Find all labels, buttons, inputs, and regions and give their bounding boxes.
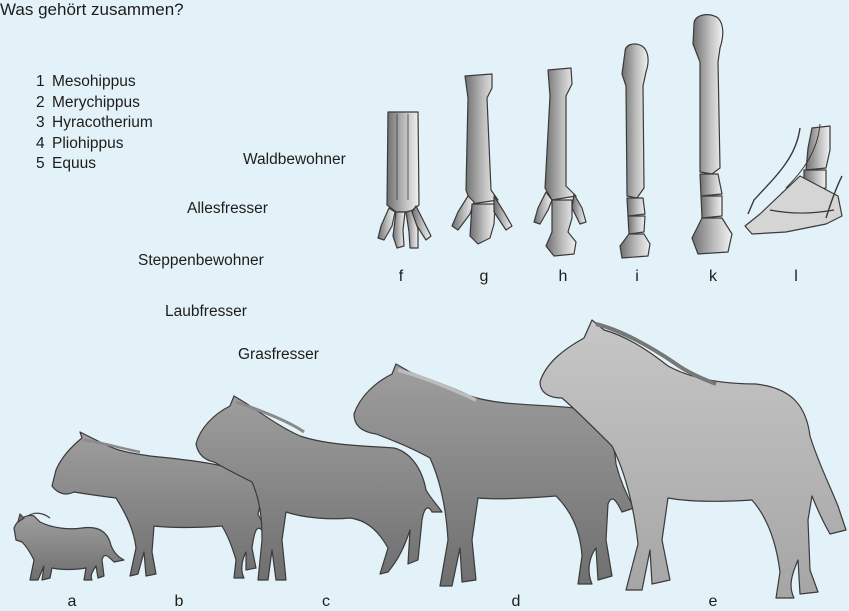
foot-label-g: g xyxy=(474,268,494,286)
horse-label-a: a xyxy=(62,593,82,611)
foot-i-bones xyxy=(620,44,650,258)
horse-a xyxy=(14,513,124,580)
foot-label-l: l xyxy=(786,268,806,286)
horse-label-b: b xyxy=(169,593,189,611)
foot-label-k: k xyxy=(703,268,723,286)
foot-f-bones xyxy=(378,112,431,248)
foot-h-bones xyxy=(534,68,586,256)
foot-l-hoof xyxy=(745,124,842,234)
horse-label-d: d xyxy=(506,593,526,611)
foot-label-f: f xyxy=(391,268,411,286)
horse-label-c: c xyxy=(316,593,336,611)
foot-label-h: h xyxy=(553,268,573,286)
foot-k-bones xyxy=(692,15,732,254)
horse-label-e: e xyxy=(703,593,723,611)
foot-label-i: i xyxy=(627,268,647,286)
foot-g-bones xyxy=(452,74,512,244)
